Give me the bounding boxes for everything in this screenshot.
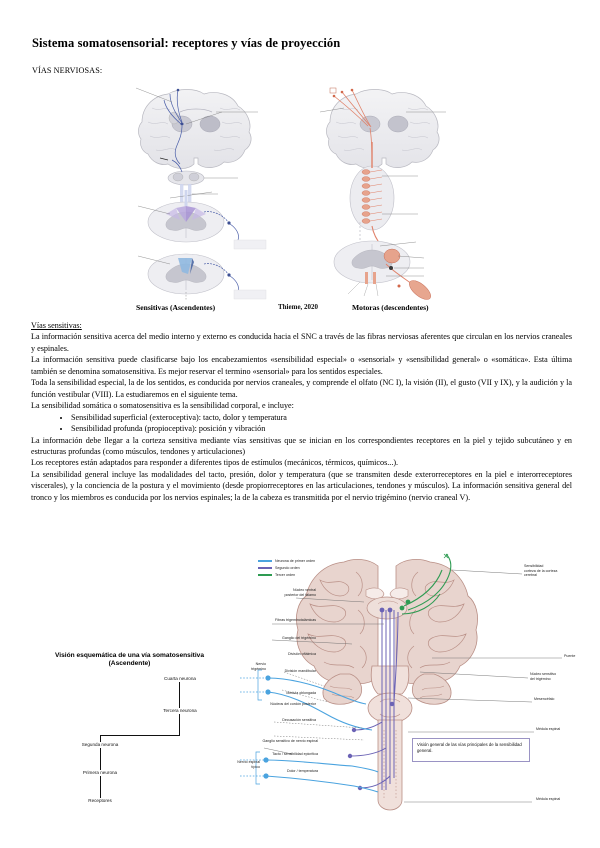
figure-sensory-ascending: [130, 82, 280, 300]
figure-legend: Neurona de primer orden Segundo orden Te…: [258, 558, 315, 580]
label-fibras-trigeminotalamicas: Fibras trigeminotalámicas: [275, 618, 316, 622]
sensibility-list: Sensibilidad superficial (exteroceptiva)…: [31, 412, 572, 435]
legend-swatch-third-order: [258, 574, 272, 577]
figure-motor-descending: [319, 82, 470, 300]
paragraph-6: Los receptores están adaptados para resp…: [31, 458, 399, 468]
label-medula-espinal-inferior: Médula espinal: [536, 797, 561, 801]
legend-swatch-first-order: [258, 559, 272, 562]
schematic-connector: [179, 682, 180, 708]
schematic-connector: [179, 714, 180, 736]
paragraph-2: La información sensitiva puede clasifica…: [31, 355, 572, 376]
legend-item-second-order: Segundo orden: [258, 565, 315, 571]
paragraph-5: La información debe llegar a la corteza …: [31, 435, 572, 456]
paragraph-4: La sensibilidad somática o somatosensiti…: [31, 401, 294, 411]
schematic-title-line2: (Ascendente): [108, 660, 151, 668]
schematic-title-line1: Visión esquemática de una vía somatosens…: [54, 652, 205, 659]
caption-motor: Motoras (descendentes): [352, 303, 429, 312]
schematic-connector: [100, 735, 101, 742]
label-ganglio-trigemino: Ganglio del trigémino: [282, 636, 316, 640]
legend-swatch-second-order: [258, 567, 272, 569]
schematic-node-cuarta-neurona: Cuarta neurona: [164, 676, 196, 681]
schematic-ascending-pathway: Visión esquemática de una vía somatosens…: [22, 652, 237, 812]
label-mesencefalo: Mesencéfalo: [534, 697, 555, 701]
label-puente: Puente: [564, 654, 576, 658]
figure-sensibilidad-general: Neurona de primer orden Segundo orden Te…: [232, 552, 600, 814]
label-division-oftalmica: División oftálmica: [288, 652, 316, 656]
top-figure: [130, 82, 470, 307]
section-heading: Vías sensitivas:: [31, 321, 82, 330]
schematic-connector: [100, 748, 101, 770]
legend-item-first-order: Neurona de primer orden: [258, 558, 315, 564]
label-medula-espinal-superior: Médula espinal: [536, 727, 561, 731]
label-nervio-trigemino: Nervio trigémino: [251, 662, 266, 671]
label-corteza-cerebral: Sensibilidad corteza de la corteza cereb…: [524, 564, 558, 578]
legend-label-second-order: Segundo orden: [275, 565, 300, 570]
section-subhead: VÍAS NERVIOSAS:: [32, 66, 103, 75]
legend-label-first-order: Neurona de primer orden: [275, 558, 316, 563]
top-figure-captions: Sensitivas (Ascendentes) Thieme, 2020 Mo…: [130, 303, 475, 317]
body-text: Vías sensitivas: La información sensitiv…: [31, 320, 572, 503]
label-nucleos-cordon-posterior: Núcleos del cordón posterior: [270, 702, 316, 706]
schematic-node-primera-neurona: Primera neurona: [82, 770, 118, 775]
label-division-mandibular: División mandibular: [284, 669, 316, 673]
schematic-node-tercera-neurona: Tercera neurona: [163, 708, 197, 713]
list-item: Sensibilidad profunda (propioceptiva): p…: [71, 423, 572, 434]
schematic-connector: [100, 776, 101, 798]
paragraph-1: La información sensitiva acerca del medi…: [31, 332, 572, 353]
callout-vision-general: Visión general de las vías principales d…: [412, 738, 530, 762]
list-item: Sensibilidad superficial (exteroceptiva)…: [71, 412, 572, 423]
caption-sensory: Sensitivas (Ascendentes): [136, 303, 216, 312]
legend-item-third-order: Tercer orden: [258, 572, 315, 578]
paragraph-7: La sensibilidad general incluye las moda…: [31, 469, 572, 502]
label-medula-oblongada: Médula oblongada: [286, 691, 316, 695]
legend-label-third-order: Tercer orden: [275, 573, 296, 578]
paragraph-3: Toda la sensibilidad especial, la de los…: [31, 378, 572, 399]
label-ganglio-sensitivo-nervio-espinal: Ganglio sensitivo de nervio espinal: [262, 739, 318, 743]
label-dolor-temperatura: Dolor / temperatura: [287, 769, 318, 773]
label-nucleo-sensitivo-trigemino: Núcleo sensitivo del trigémino: [530, 672, 557, 681]
schematic-connector: [100, 735, 180, 736]
schematic-node-segunda-neurona: Segunda neurona: [81, 742, 119, 747]
label-decusacion-sensitiva: Decusación sensitiva: [282, 718, 316, 722]
label-nervio-espinal-tipico: Nervio espinal típico: [237, 760, 260, 769]
schematic-node-receptores: Receptores: [88, 798, 112, 803]
label-tacto-epicritica: Tacto / sensibilidad epicrítica: [272, 752, 318, 756]
schematic-title: Visión esquemática de una vía somatosens…: [22, 652, 237, 669]
label-nucleo-ventral-posterior: Núcleo ventral posterior del tálamo: [284, 588, 316, 597]
caption-source: Thieme, 2020: [278, 303, 319, 311]
page-title: Sistema somatosensorial: receptores y ví…: [32, 36, 341, 50]
